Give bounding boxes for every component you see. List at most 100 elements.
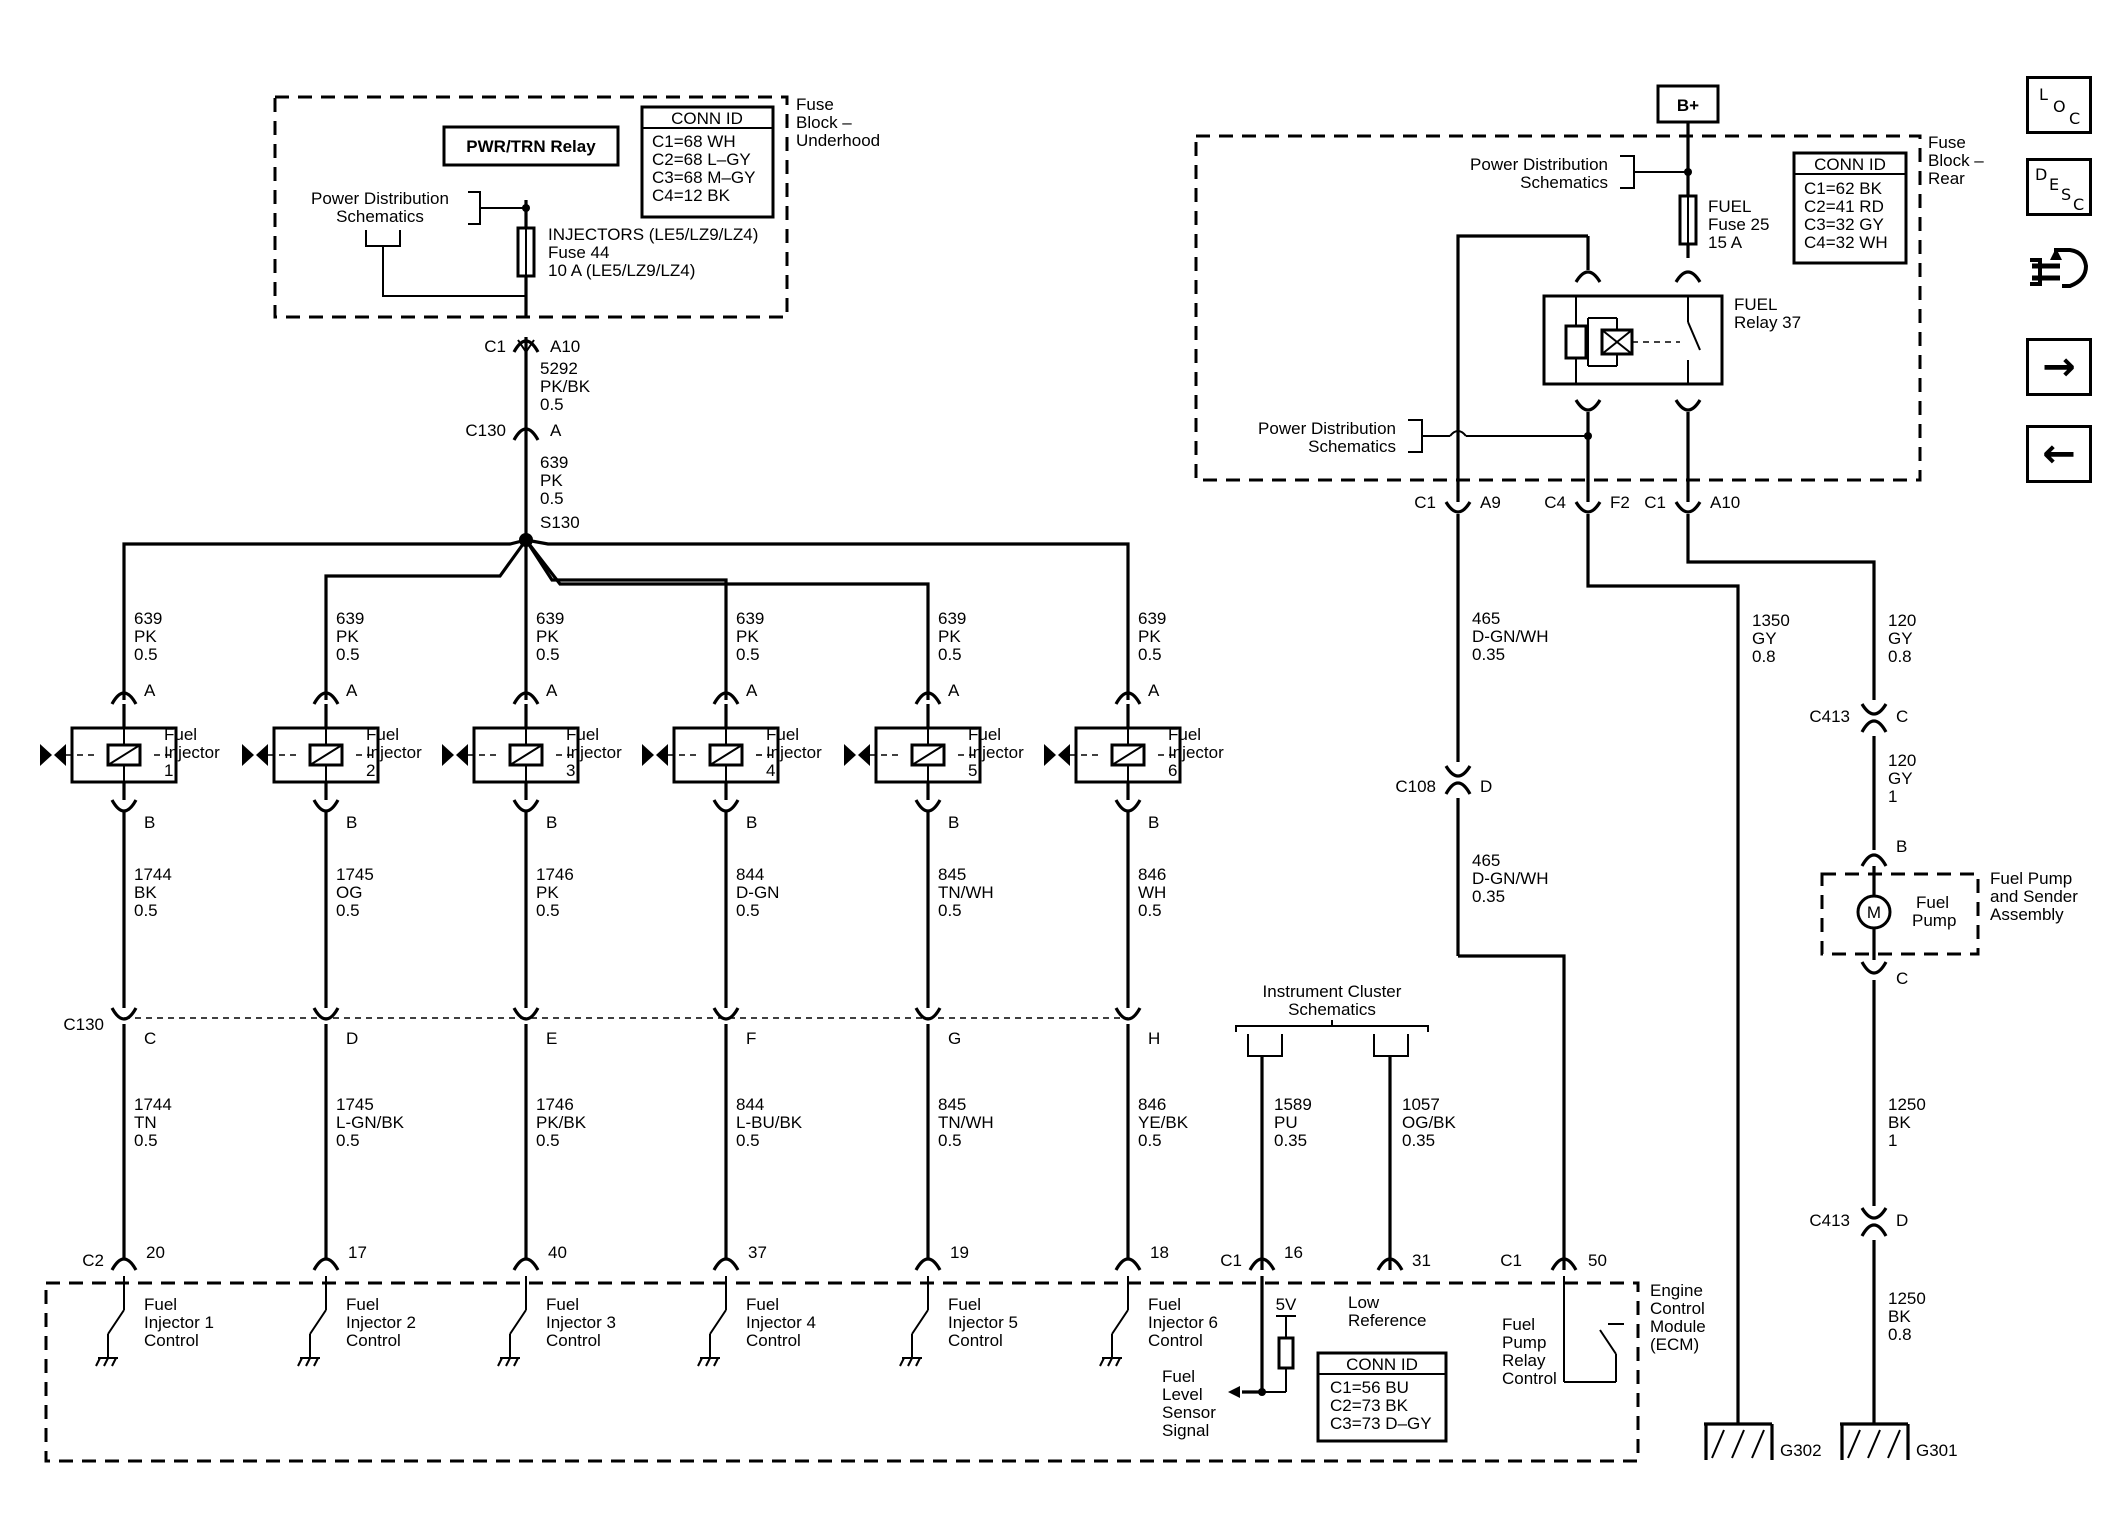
wire-ecm-label: 1744 [134, 1095, 172, 1114]
injectors-fuse-label: INJECTORS (LE5/LZ9/LZ4) [548, 225, 758, 244]
connector-label: C1 [1414, 493, 1436, 512]
fuse-block-rear-title: Fuse [1928, 133, 1966, 152]
connector-label: C1 [1500, 1251, 1522, 1270]
rear-pds-top: Power Distribution [1470, 155, 1608, 174]
wire-1350-label: 1350 [1752, 611, 1790, 630]
wire-ecm-label: 1746 [536, 1095, 574, 1114]
ecm-fuel-level-label: Sensor [1162, 1403, 1216, 1422]
c130-pin: F [746, 1029, 756, 1048]
next-page-button[interactable]: → [2026, 338, 2092, 396]
arrow-left-icon: ← [2042, 431, 2076, 477]
ecm-control-label: Injector 6 [1148, 1313, 1218, 1332]
wire-ecm-label: 846 [1138, 1095, 1166, 1114]
connector-label: C1 [484, 337, 506, 356]
injectors-fuse-label: 10 A (LE5/LZ9/LZ4) [548, 261, 695, 280]
description-view-button[interactable]: D E S C [2026, 158, 2092, 216]
fuel-injector-label: Injector [366, 743, 422, 762]
wire-1057-label: 1057 [1402, 1095, 1440, 1114]
fuel-pump-assembly-label: Fuel Pump [1990, 869, 2072, 888]
wire-feed-label: 639 [536, 609, 564, 628]
fuse-block-rear-title: Block – [1928, 151, 1984, 170]
wire-465-label: 0.35 [1472, 645, 1505, 664]
wire-low-label: WH [1138, 883, 1166, 902]
connector-c413-label: C413 [1809, 707, 1850, 726]
connector-pin: A9 [1480, 493, 1501, 512]
instrument-cluster-title: Schematics [1288, 1000, 1376, 1019]
ecm-control-label: Fuel [346, 1295, 379, 1314]
ecm-pump-relay-control-label: Control [1502, 1369, 1557, 1388]
ground-g302: G302 [1704, 1422, 1822, 1460]
underhood-conn-id-title: CONN ID [671, 109, 743, 128]
wire-1589-label: 1589 [1274, 1095, 1312, 1114]
connector-c130-a: C130 A [465, 421, 562, 441]
wire-5292-label: PK/BK [540, 377, 591, 396]
splice-s130-label: S130 [540, 513, 580, 532]
underhood-pds-label: Power Distribution [311, 189, 449, 208]
fuel-injector-label: Fuel [766, 725, 799, 744]
wire-low-label: 0.5 [1138, 901, 1162, 920]
fuel-injector-label: Injector [164, 743, 220, 762]
wire-120-label: 120 [1888, 611, 1916, 630]
desc-letter: S [2061, 185, 2072, 204]
circuit-fuel-pump: 120 GY 0.8 C413 C 120 GY 1 B M Fuel Pump… [1686, 514, 2078, 1460]
ecm-pin: 20 [146, 1243, 165, 1262]
fuel-injector-label: Injector [1168, 743, 1224, 762]
ecm-pump-relay-control-label: Pump [1502, 1333, 1546, 1352]
fuel-injector-label: Injector [566, 743, 622, 762]
wire-1250-label: 1250 [1888, 1095, 1926, 1114]
connector-pin: 16 [1284, 1243, 1303, 1262]
fuel-pump-motor-label: M [1867, 903, 1881, 922]
wire-1589-label: PU [1274, 1113, 1298, 1132]
fuse-block-rear-title: Rear [1928, 169, 1965, 188]
injector-pin-a: A [1148, 681, 1160, 700]
rear-pds-top: Schematics [1520, 173, 1608, 192]
wire-feed-label: PK [336, 627, 359, 646]
pump-pin-b: B [1896, 837, 1907, 856]
connector-pin: 31 [1412, 1251, 1431, 1270]
wire-low-label: 0.5 [536, 901, 560, 920]
ecm-title: Module [1650, 1317, 1706, 1336]
wire-feed-label: 639 [736, 609, 764, 628]
fuse-block-underhood-title-3: Underhood [796, 131, 880, 150]
ecm-control-label: Fuel [948, 1295, 981, 1314]
wire-low-label: 846 [1138, 865, 1166, 884]
wire-120-label: GY [1888, 629, 1913, 648]
connector-c413-pin-d: D [1896, 1211, 1908, 1230]
wire-ecm-label: TN [134, 1113, 157, 1132]
ecm-control-label: Injector 1 [144, 1313, 214, 1332]
fuel-injector-label: Fuel [566, 725, 599, 744]
rear-conn-id-line: C2=41 RD [1804, 197, 1884, 216]
ecm-pin: 17 [348, 1243, 367, 1262]
wire-465-label: 465 [1472, 609, 1500, 628]
injector-pin-b: B [1148, 813, 1159, 832]
wire-1350-label: 0.8 [1752, 647, 1776, 666]
previous-page-button[interactable]: ← [2026, 425, 2092, 483]
ecm-title: Engine [1650, 1281, 1703, 1300]
connector-label: C1 [1644, 493, 1666, 512]
wire-feed-label: 0.5 [134, 645, 158, 664]
wire-low-label: 845 [938, 865, 966, 884]
ecm-control-label: Control [546, 1331, 601, 1350]
injector-pin-b: B [948, 813, 959, 832]
connector-view-button[interactable] [2026, 246, 2092, 296]
wire-feed-label: 0.5 [938, 645, 962, 664]
wire-1057-label: OG/BK [1402, 1113, 1457, 1132]
ecm-control-label: Control [948, 1331, 1003, 1350]
wire-1250-label: 1 [1888, 1131, 1897, 1150]
injector-columns: 639PK0.5AFuelInjector1B1744BK0.5C1744TN0… [40, 609, 1224, 1367]
injector-column: 639PK0.5AFuelInjector3B1746PK0.5E1746PK/… [442, 609, 622, 1367]
fuel-pump-assembly-label: Assembly [1990, 905, 2064, 924]
connector-pin: A [550, 421, 562, 440]
location-view-button[interactable]: L O C [2026, 76, 2092, 134]
underhood-conn-id-line: C2=68 L–GY [652, 150, 751, 169]
connector-label: C1 [1220, 1251, 1242, 1270]
fuel-fuse-label: FUEL [1708, 197, 1751, 216]
wire-465b-label: D-GN/WH [1472, 869, 1548, 888]
ecm-box [44, 1281, 1640, 1463]
connector-pin: A10 [1710, 493, 1740, 512]
wire-ecm-label: 0.5 [536, 1131, 560, 1150]
ecm-control-label: Injector 4 [746, 1313, 816, 1332]
ecm-control-label: Control [144, 1331, 199, 1350]
ecm-5v-label: 5V [1276, 1295, 1297, 1314]
injector-pin-a: A [546, 681, 558, 700]
